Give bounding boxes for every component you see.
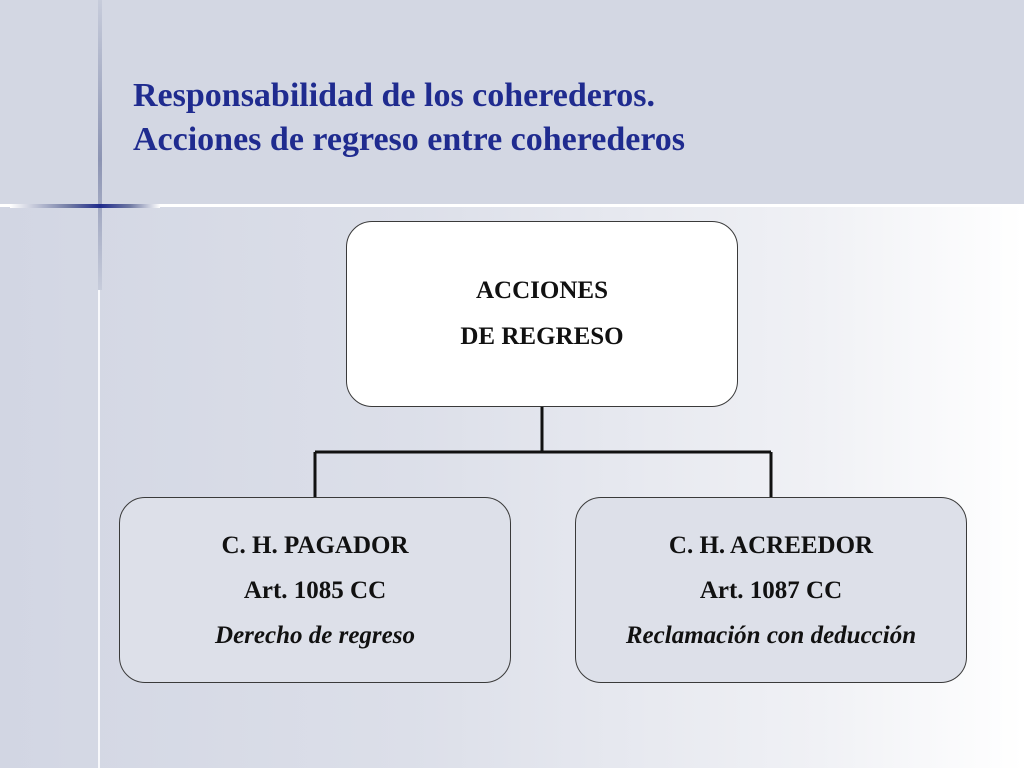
vertical-accent-line xyxy=(98,0,102,290)
pagador-description: Derecho de regreso xyxy=(215,621,415,649)
child-node-acreedor: C. H. ACREEDOR Art. 1087 CC Reclamación … xyxy=(575,497,967,683)
pagador-article: Art. 1085 CC xyxy=(243,576,387,604)
acreedor-heading: C. H. ACREEDOR xyxy=(668,531,874,559)
child-node-pagador: C. H. PAGADOR Art. 1085 CC Derecho de re… xyxy=(119,497,511,683)
slide-title-line-1: Responsabilidad de los coherederos. xyxy=(133,77,656,114)
root-node-line-1: ACCIONES xyxy=(476,277,608,304)
acreedor-article: Art. 1087 CC xyxy=(699,576,843,604)
slide-title-line-2: Acciones de regreso entre coherederos xyxy=(133,121,686,158)
root-node-acciones-de-regreso: ACCIONES DE REGRESO xyxy=(346,221,738,407)
header-divider xyxy=(0,204,1024,207)
header-band xyxy=(0,0,1024,204)
vertical-rule xyxy=(98,0,100,768)
root-node-line-2: DE REGRESO xyxy=(460,323,624,350)
slide-title: Responsabilidad de los coherederos. Acci… xyxy=(133,74,993,162)
horizontal-accent-line xyxy=(10,204,160,208)
acreedor-description: Reclamación con deducción xyxy=(625,621,917,649)
pagador-heading: C. H. PAGADOR xyxy=(221,531,409,559)
